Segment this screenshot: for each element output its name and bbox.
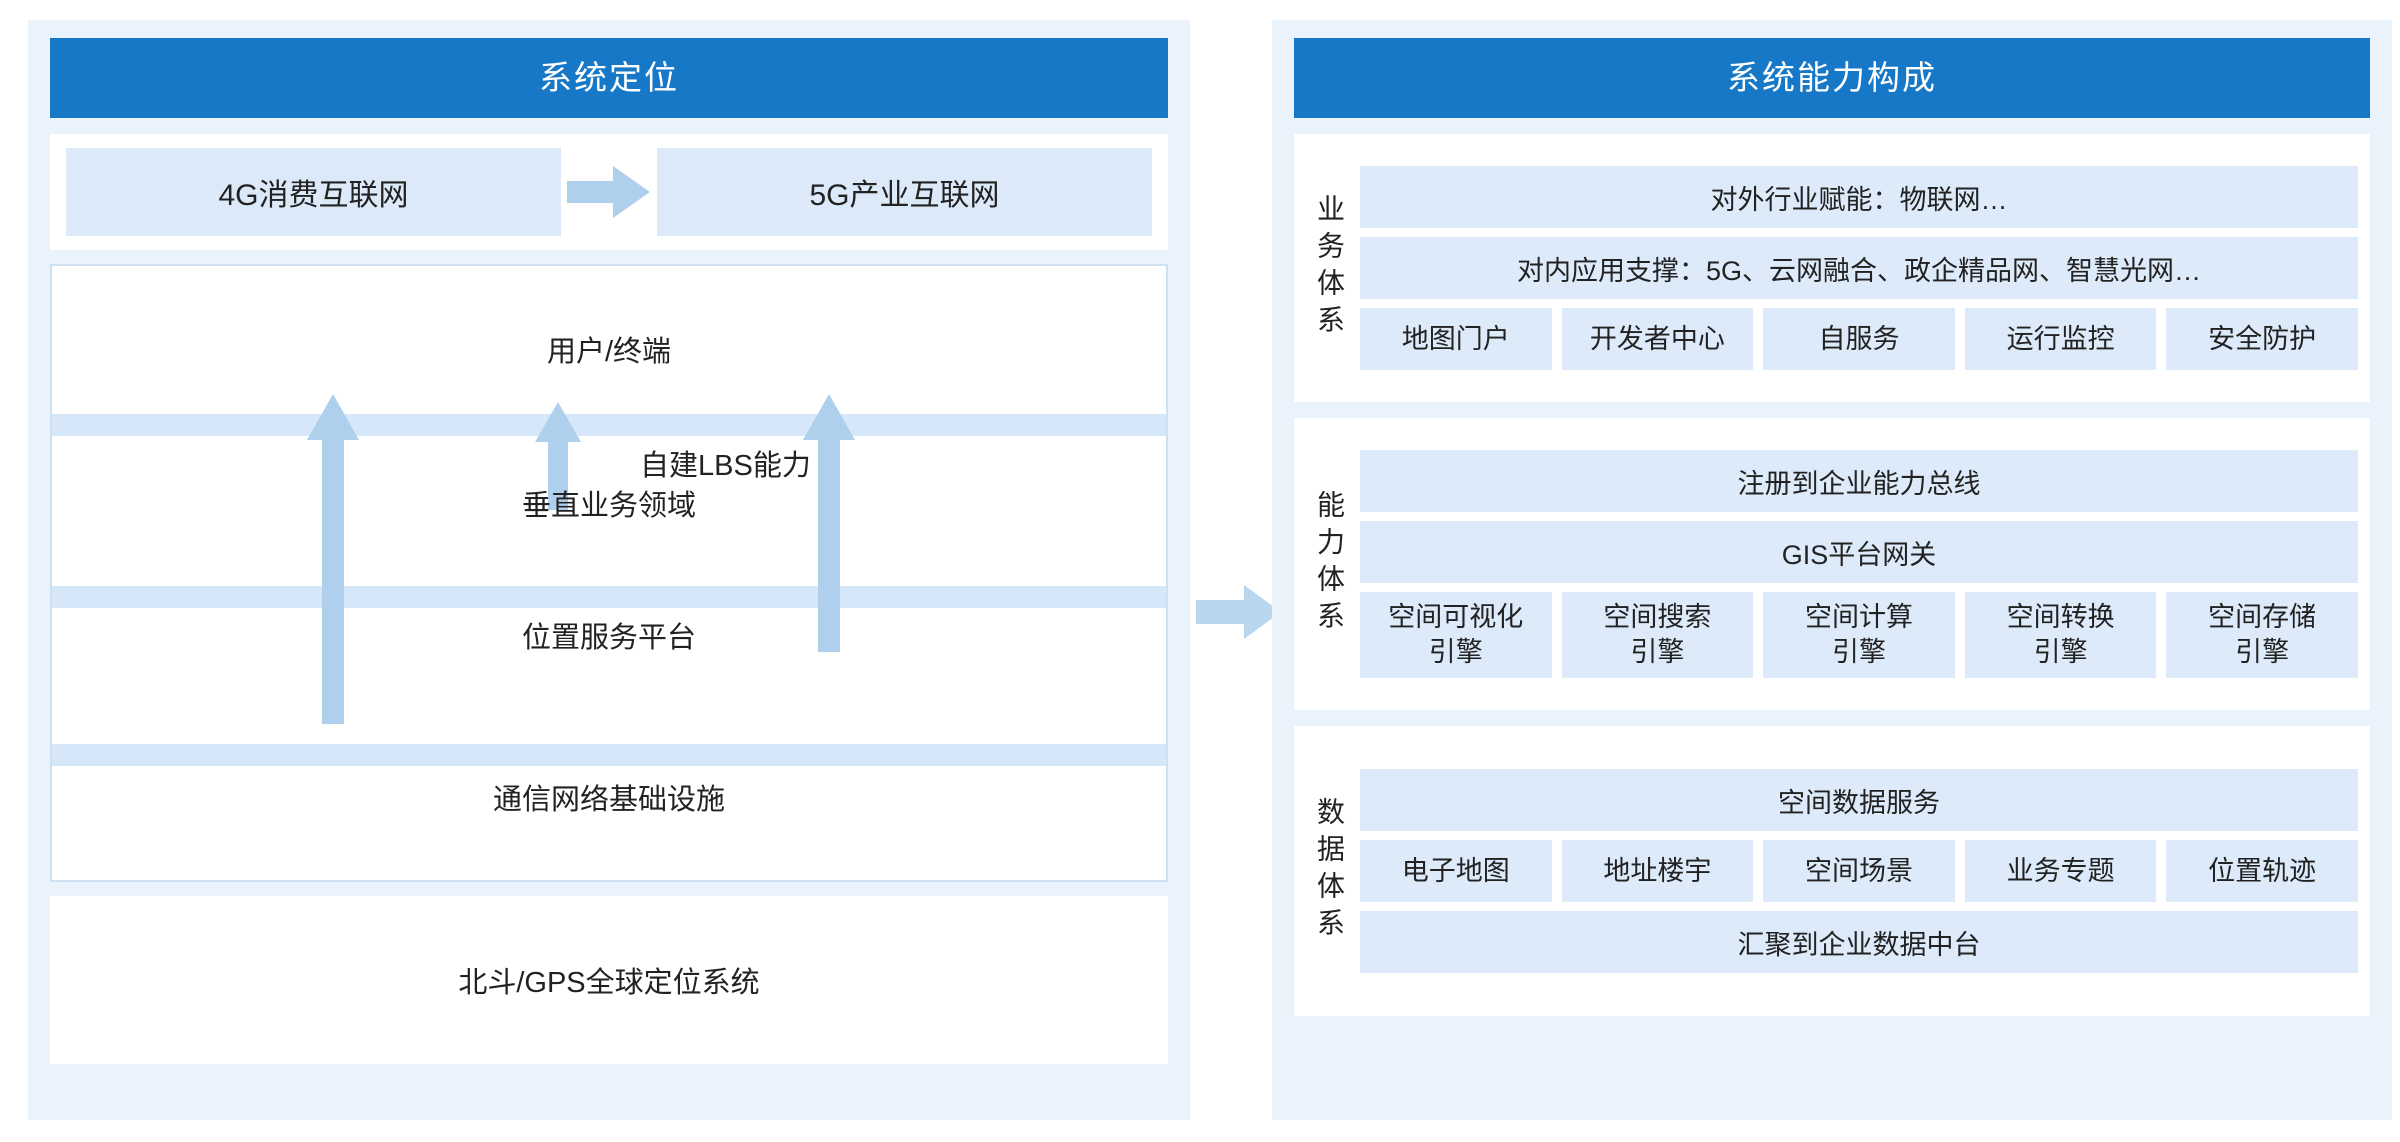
- arrow-up-long-left: [306, 394, 360, 729]
- group-label-data-system: 数据体系: [1314, 797, 1345, 945]
- group-body-capability: 注册到企业能力总线 GIS平台网关 空间可视化引擎 空间搜索引擎 空间计算引擎 …: [1360, 428, 2358, 700]
- cell-spatial-scene[interactable]: 空间场景: [1763, 840, 1955, 902]
- cell-map-portal[interactable]: 地图门户: [1360, 308, 1552, 370]
- data-cell-row: 电子地图 地址楼宇 空间场景 业务专题 位置轨迹: [1360, 840, 2358, 902]
- cell-business-topic[interactable]: 业务专题: [1964, 840, 2157, 902]
- arrow-up-medium-right: [802, 394, 856, 657]
- cell-developer-center[interactable]: 开发者中心: [1561, 308, 1754, 370]
- row-external-industry-empowerment: 对外行业赋能：物联网…: [1360, 166, 2358, 228]
- cell-address-building[interactable]: 地址楼宇: [1561, 840, 1754, 902]
- cell-self-service[interactable]: 自服务: [1763, 308, 1955, 370]
- annotation-self-built-lbs: 自建LBS能力: [640, 450, 811, 482]
- group-body-business: 对外行业赋能：物联网… 对内应用支撑：5G、云网融合、政企精品网、智慧光网… 地…: [1360, 144, 2358, 392]
- cell-spatial-search-engine[interactable]: 空间搜索引擎: [1561, 592, 1754, 678]
- capability-cell-row: 空间可视化引擎 空间搜索引擎 空间计算引擎 空间转换引擎 空间存储引擎: [1360, 592, 2358, 678]
- layer-label-user-terminal: 用户/终端: [546, 336, 672, 368]
- cell-security-protection[interactable]: 安全防护: [2166, 308, 2358, 370]
- layer-label-vertical-business: 垂直业务领域: [521, 490, 696, 522]
- row-register-to-enterprise-bus: 注册到企业能力总线: [1360, 450, 2358, 512]
- group-data-system: 数据体系 空间数据服务 电子地图 地址楼宇 空间场景 业务专题 位置轨迹 汇聚到…: [1294, 726, 2370, 1016]
- layer-divider-band-1: [52, 414, 1166, 436]
- layer-divider-band-2: [52, 586, 1166, 608]
- cell-spatial-storage-engine[interactable]: 空间存储引擎: [2166, 592, 2358, 678]
- row-internal-application-support: 对内应用支撑：5G、云网融合、政企精品网、智慧光网…: [1360, 237, 2358, 299]
- row-aggregate-to-enterprise-data-platform: 汇聚到企业数据中台: [1360, 911, 2358, 973]
- system-positioning-panel: 系统定位 4G消费互联网 5G产业互联网: [28, 20, 1190, 1120]
- cell-spatial-visualization-engine[interactable]: 空间可视化引擎: [1360, 592, 1552, 678]
- business-cell-row: 地图门户 开发者中心 自服务 运行监控 安全防护: [1360, 308, 2358, 370]
- network-transition-row: 4G消费互联网 5G产业互联网: [50, 134, 1168, 250]
- arrow-up-short-middle: [534, 402, 582, 515]
- cell-operation-monitoring[interactable]: 运行监控: [1964, 308, 2157, 370]
- group-capability-system: 能力体系 注册到企业能力总线 GIS平台网关 空间可视化引擎 空间搜索引擎 空间…: [1294, 418, 2370, 710]
- group-label-business-system: 业务体系: [1314, 194, 1345, 342]
- panel-connector-right-arrow-icon: [1196, 584, 1282, 640]
- chip-5g-industry-internet: 5G产业互联网: [657, 148, 1152, 236]
- right-panel-title: 系统能力构成: [1294, 38, 2370, 118]
- row-gis-platform-gateway: GIS平台网关: [1360, 521, 2358, 583]
- cell-location-track[interactable]: 位置轨迹: [2166, 840, 2358, 902]
- layer-divider-band-3: [52, 744, 1166, 766]
- group-business-system: 业务体系 对外行业赋能：物联网… 对内应用支撑：5G、云网融合、政企精品网、智慧…: [1294, 134, 2370, 402]
- layer-label-network-infrastructure: 通信网络基础设施: [492, 784, 725, 816]
- group-body-data: 空间数据服务 电子地图 地址楼宇 空间场景 业务专题 位置轨迹 汇聚到企业数据中…: [1360, 736, 2358, 1006]
- group-label-capability-system: 能力体系: [1314, 490, 1345, 638]
- layer-label-location-service-platform: 位置服务平台: [521, 622, 696, 654]
- row-spatial-data-service: 空间数据服务: [1360, 769, 2358, 831]
- cell-electronic-map[interactable]: 电子地图: [1360, 840, 1552, 902]
- left-panel-title: 系统定位: [50, 38, 1168, 118]
- right-arrow-icon: [561, 148, 657, 236]
- system-capability-panel: 系统能力构成 业务体系 对外行业赋能：物联网… 对内应用支撑：5G、云网融合、政…: [1272, 20, 2392, 1120]
- cell-spatial-conversion-engine[interactable]: 空间转换引擎: [1964, 592, 2157, 678]
- cell-spatial-computing-engine[interactable]: 空间计算引擎: [1763, 592, 1955, 678]
- layer-stack: 用户/终端 自建LBS能力 垂直业务领域 位置服务平台 通信网络基础设施: [50, 264, 1168, 882]
- foundation-beidou-gps: 北斗/GPS全球定位系统: [50, 896, 1168, 1064]
- chip-4g-consumer-internet: 4G消费互联网: [66, 148, 561, 236]
